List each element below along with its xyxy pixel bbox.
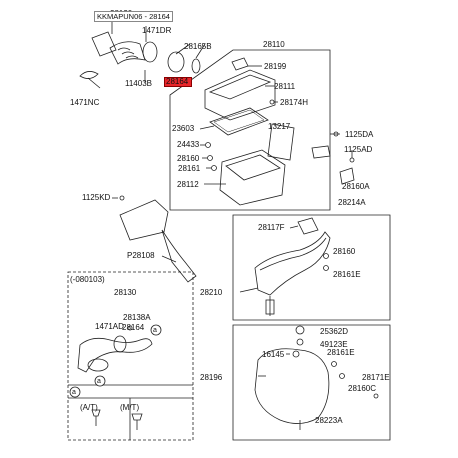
air-cleaner-body-part xyxy=(219,149,286,206)
label-23603: 23603 xyxy=(172,124,195,133)
label-28160C: 28160C xyxy=(348,384,377,393)
bolt-16145 xyxy=(292,350,300,358)
label-28161-a: 28161 xyxy=(178,164,201,173)
resonator-28196 xyxy=(254,348,330,424)
label-P28108: P28108 xyxy=(127,251,155,260)
label-28111: 28111 xyxy=(274,82,296,91)
label-28171E: 28171E xyxy=(362,373,390,382)
label-28196: 28196 xyxy=(200,373,223,382)
label-1125DA: 1125DA xyxy=(345,130,374,139)
label-11403B: 11403B xyxy=(125,79,152,88)
flange-part xyxy=(167,51,185,73)
snorkel-P28108 xyxy=(119,199,169,241)
part-28199-shape xyxy=(231,57,249,71)
label-28160-b: 28160 xyxy=(333,247,356,256)
label-28160A: 28160A xyxy=(342,182,370,191)
label-080103: (-080103) xyxy=(70,275,105,284)
label-1471NC: 1471NC xyxy=(70,98,100,107)
intake-snorkel-part xyxy=(91,31,117,57)
collar-28161 xyxy=(211,165,217,171)
label-24433: 24433 xyxy=(177,140,200,149)
clip-28117F xyxy=(297,217,319,235)
intake-duct-28210 xyxy=(254,231,331,296)
label-28117F: 28117F xyxy=(258,223,285,232)
bracket-1125DA xyxy=(311,145,331,159)
circle-a-1: a xyxy=(153,327,157,334)
clip-28174H xyxy=(269,99,275,105)
label-1471AD: 1471AD xyxy=(95,322,124,331)
label-13217: 13217 xyxy=(268,122,291,131)
variant-duct-part xyxy=(77,337,153,373)
gasket-13217 xyxy=(267,123,295,161)
label-28199: 28199 xyxy=(264,62,287,71)
air-cleaner-cover-part xyxy=(204,69,276,121)
highlighted-part-marker[interactable] xyxy=(164,77,192,87)
clamp-1471NC-part xyxy=(79,71,99,79)
cap-25362D xyxy=(295,325,305,335)
label-1125AD: 1125AD xyxy=(344,145,373,154)
label-28164-box: 28164 xyxy=(122,323,145,332)
label-28223A: 28223A xyxy=(315,416,343,425)
label-28130-box: 28130 xyxy=(114,288,137,297)
grommet-28160 xyxy=(207,155,213,161)
label-28214A: 28214A xyxy=(338,198,366,207)
intake-hose-part xyxy=(109,41,146,65)
label-25362D: 25362D xyxy=(320,327,349,336)
variant-frame xyxy=(67,271,194,441)
label-1125KD: 1125KD xyxy=(82,193,111,202)
label-28161E-b: 28161E xyxy=(327,348,355,357)
resonator-frame xyxy=(232,324,391,441)
duct-frame xyxy=(232,214,391,321)
bolt-1125KD xyxy=(119,195,125,201)
label-AT: (A/T) xyxy=(80,403,98,412)
tooltip: KKMAPUN06 - 28164 xyxy=(94,11,173,22)
highlighted-part-label[interactable]: 28164 xyxy=(166,77,189,86)
label-28112: 28112 xyxy=(177,180,199,189)
air-cleaner-frame xyxy=(169,49,331,211)
label-28174H: 28174H xyxy=(280,98,309,107)
label-28160-a: 28160 xyxy=(177,154,200,163)
circle-a-2: a xyxy=(97,378,101,385)
hose-clamp-part xyxy=(142,41,158,63)
ring-part xyxy=(191,58,201,74)
label-28165B: 28165B xyxy=(184,42,212,51)
circle-a-3: a xyxy=(72,389,76,396)
label-28138A: 28138A xyxy=(123,313,151,322)
label-49123E: 49123E xyxy=(320,340,348,349)
label-28210: 28210 xyxy=(200,288,223,297)
label-28110: 28110 xyxy=(263,40,285,49)
label-1471DR: 1471DR xyxy=(142,26,172,35)
bolt-24433 xyxy=(205,142,211,148)
clip-49123E xyxy=(296,338,304,346)
label-MT: (M/T) xyxy=(120,403,140,412)
bracket-28160A xyxy=(339,167,355,185)
label-28161E-a: 28161E xyxy=(333,270,361,279)
filter-element-part xyxy=(209,107,269,136)
label-16145: 16145 xyxy=(262,350,285,359)
